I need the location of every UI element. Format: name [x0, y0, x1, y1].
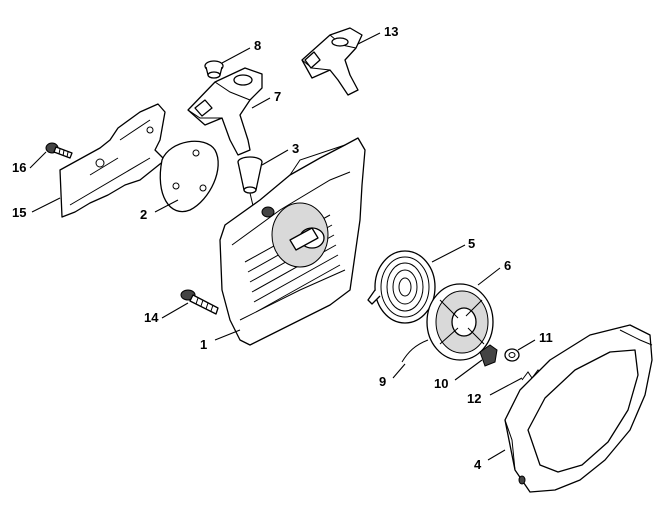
callout-11: 11 — [539, 330, 553, 345]
callout-15: 15 — [12, 205, 26, 220]
part-5-spring — [367, 250, 436, 324]
callout-9: 9 — [379, 374, 386, 389]
leader-14 — [161, 302, 189, 319]
callout-14: 14 — [144, 310, 159, 325]
part-6-rotor — [426, 283, 494, 361]
leader-7 — [251, 97, 271, 109]
part-15-plate — [59, 103, 166, 218]
callout-6: 6 — [504, 258, 511, 273]
leader-5 — [431, 244, 466, 263]
callout-2: 2 — [140, 207, 147, 222]
leader-16 — [29, 151, 47, 169]
callout-8: 8 — [254, 38, 261, 53]
leader-2 — [154, 199, 179, 213]
callout-1: 1 — [200, 337, 207, 352]
part-4-cover — [504, 324, 653, 493]
callout-10: 10 — [434, 376, 448, 391]
leader-13 — [357, 32, 381, 45]
part-2-gasket — [159, 140, 219, 213]
part-10-pawl — [479, 344, 498, 367]
leader-6 — [477, 267, 501, 286]
part-13-handle — [301, 27, 363, 96]
leader-lines — [29, 32, 536, 461]
leader-8 — [221, 47, 251, 64]
part-7-handle — [187, 67, 263, 156]
callout-3: 3 — [292, 141, 299, 156]
leader-4 — [487, 449, 506, 461]
callout-16: 16 — [12, 160, 26, 175]
leader-11 — [517, 339, 536, 351]
part-14-screw — [180, 289, 219, 315]
callout-13: 13 — [384, 24, 398, 39]
callout-7: 7 — [274, 89, 281, 104]
callout-labels: 1 2 3 4 5 6 7 8 9 10 11 12 13 14 15 16 — [12, 24, 553, 472]
leader-15 — [31, 197, 61, 213]
leader-9 — [392, 363, 406, 379]
part-16-screw — [45, 142, 73, 159]
leader-3 — [261, 149, 289, 166]
callout-5: 5 — [468, 236, 475, 251]
leader-1 — [214, 329, 241, 341]
part-8-cap — [204, 60, 224, 79]
leader-12 — [489, 377, 523, 396]
callout-4: 4 — [474, 457, 482, 472]
part-3-bushing — [237, 156, 263, 211]
part-1-housing — [219, 137, 366, 346]
leader-10 — [454, 359, 483, 381]
part-11-washer — [504, 348, 520, 362]
callout-12: 12 — [467, 391, 481, 406]
part-9-rope — [401, 339, 429, 363]
